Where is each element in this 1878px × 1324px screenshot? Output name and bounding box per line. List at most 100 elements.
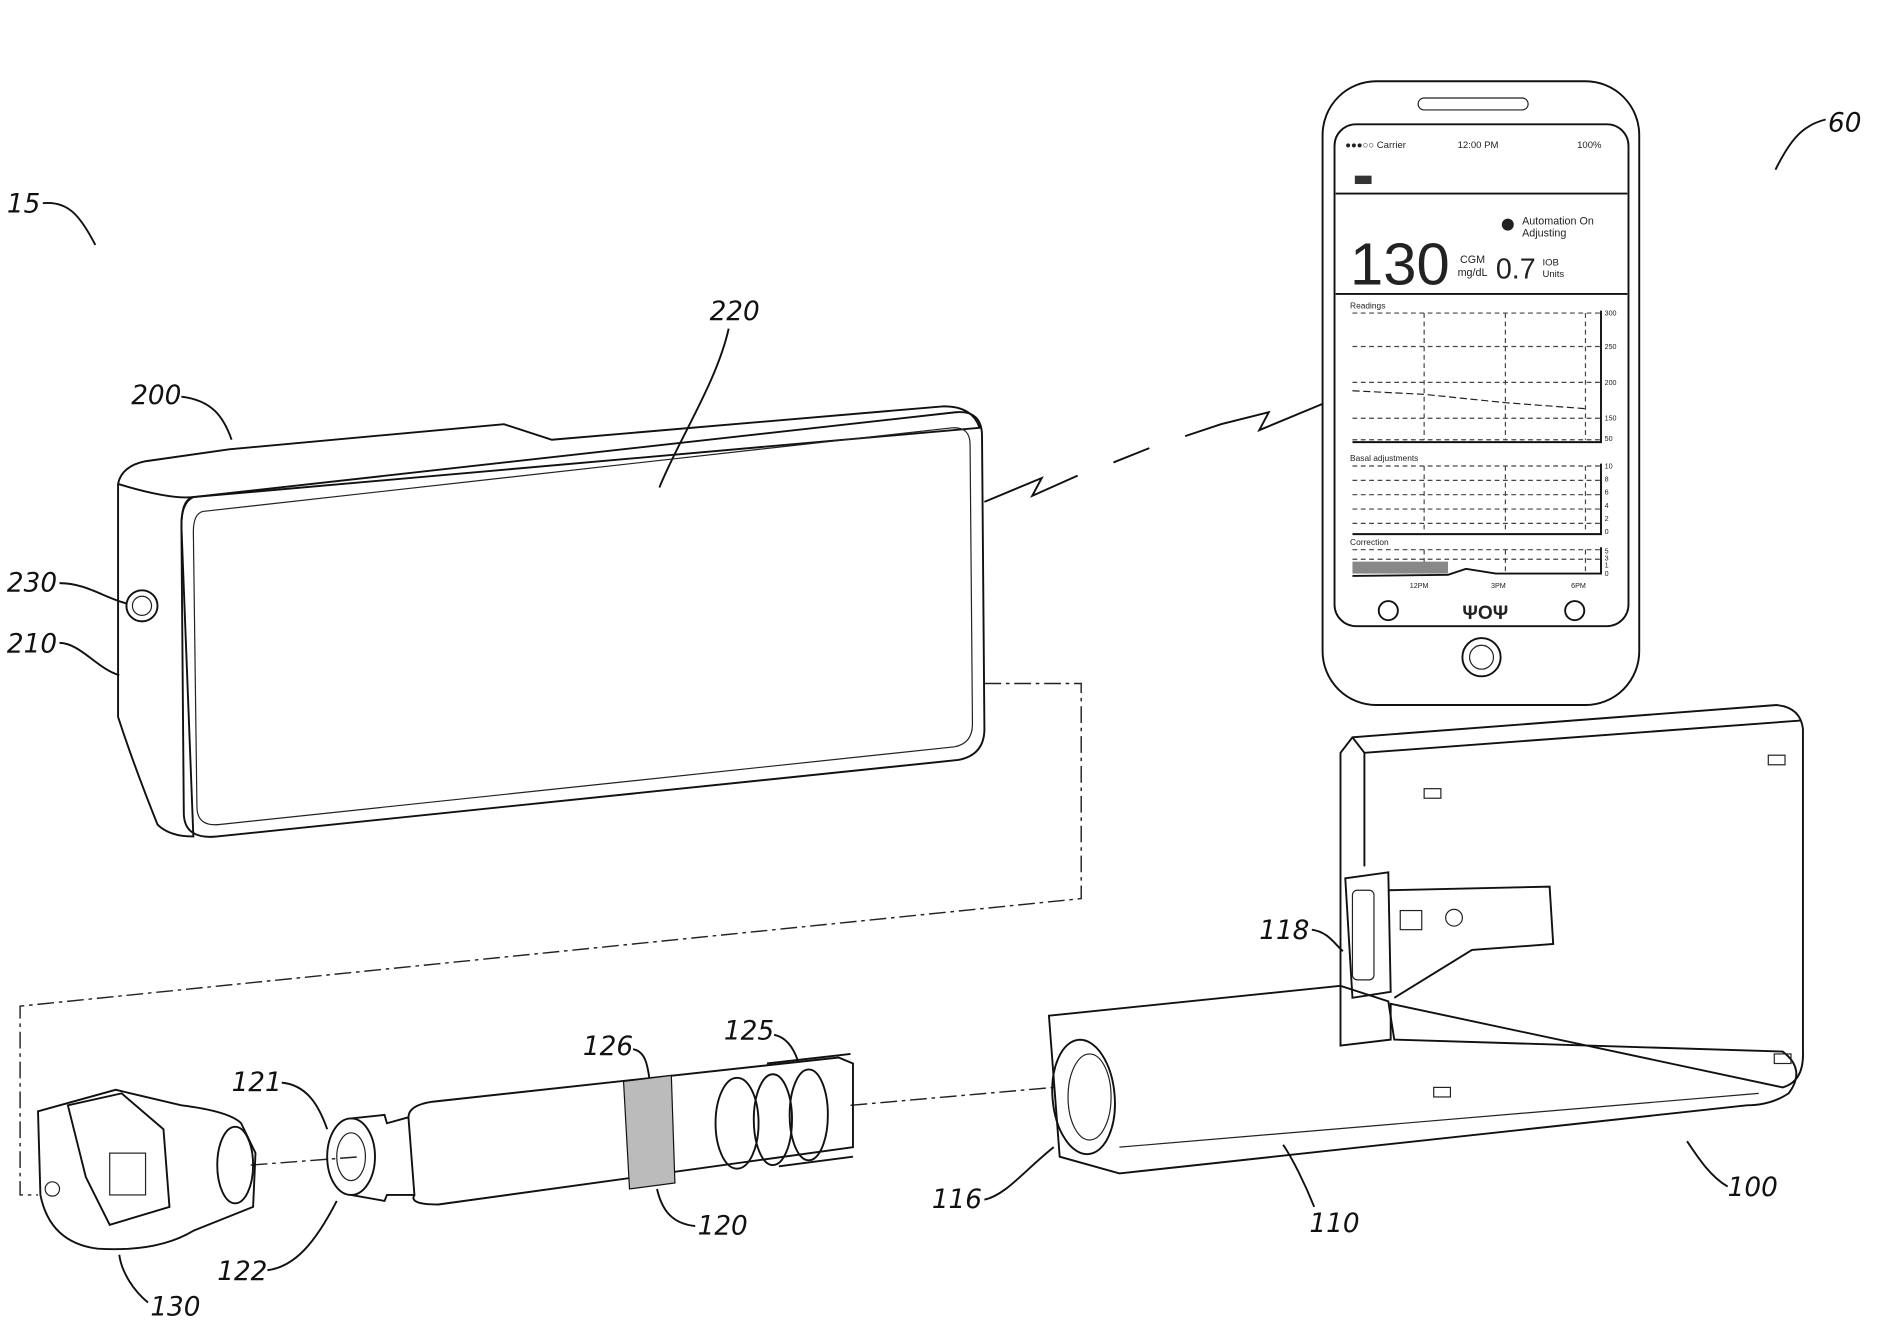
cap-ring <box>217 1127 253 1203</box>
label-100: 100 <box>1728 1173 1778 1203</box>
basal-tick: 0 <box>1605 528 1609 536</box>
leader-126 <box>633 1049 650 1081</box>
status-battery: 100% <box>1577 140 1602 151</box>
smartphone: ●●●○○ Carrier 12:00 PM 100% Automation O… <box>1323 81 1640 705</box>
wireless-signal-icon <box>984 404 1322 502</box>
readings-line[interactable] <box>1352 391 1585 409</box>
readings-grid <box>1352 313 1603 440</box>
phone-speaker <box>1418 98 1528 110</box>
basal-title: Basal adjustments <box>1350 453 1418 463</box>
plunger-disc <box>790 1069 828 1160</box>
label-126: 126 <box>583 1032 633 1062</box>
controller-top <box>118 406 980 497</box>
automation-substatus: Adjusting <box>1522 228 1566 240</box>
leader-200 <box>181 397 231 440</box>
pump-controller-body <box>1341 705 1804 1087</box>
label-121: 121 <box>232 1068 282 1098</box>
leader-230 <box>60 583 127 603</box>
button-inner-ring <box>132 596 151 615</box>
pump-upper-edges <box>1352 721 1800 867</box>
leader-116 <box>984 1147 1053 1200</box>
cap-latch[interactable] <box>68 1093 170 1224</box>
correction-bar <box>1352 562 1448 574</box>
septum-inner <box>337 1133 366 1181</box>
cap-latch-window <box>110 1153 146 1195</box>
readings-tick: 150 <box>1605 415 1617 423</box>
cavity-inner <box>1068 1054 1111 1140</box>
correction-tick: 1 <box>1605 562 1609 570</box>
iob-value: 0.7 <box>1496 253 1536 285</box>
automation-status: Automation On <box>1522 216 1594 228</box>
label-15: 15 <box>7 190 40 220</box>
info-button-icon[interactable] <box>1379 601 1398 620</box>
time-tick: 12PM <box>1410 582 1429 590</box>
meal-button-icon[interactable]: ΨOΨ <box>1462 603 1508 624</box>
reference-labels: 15 60 200 220 230 210 118 126 125 121 12… <box>7 108 1862 1322</box>
label-125: 125 <box>724 1017 774 1047</box>
basal-tick: 10 <box>1605 462 1613 470</box>
cartridge-mesh-126 <box>624 1075 675 1189</box>
plunger-disc <box>716 1078 759 1169</box>
iob-unit: Units <box>1542 269 1564 280</box>
leader-210 <box>60 643 120 675</box>
glucose-unit: mg/dL <box>1458 267 1488 279</box>
leader-121 <box>282 1083 327 1130</box>
indicator-light <box>1768 755 1785 765</box>
leader-100 <box>1687 1141 1728 1186</box>
basal-grid <box>1352 466 1603 533</box>
readings-tick: 300 <box>1605 309 1617 317</box>
correction-tick: 0 <box>1605 570 1609 578</box>
leader-125 <box>774 1035 798 1061</box>
home-button-inner <box>1470 645 1494 669</box>
controller-button-230[interactable] <box>126 590 157 621</box>
readings-chart: Readings 300 250 200 150 50 <box>1350 300 1616 443</box>
septum-122 <box>327 1118 375 1194</box>
label-118: 118 <box>1259 916 1309 946</box>
pump-housing-110 <box>1049 986 1796 1174</box>
label-210: 210 <box>7 629 57 659</box>
label-220: 220 <box>710 297 760 327</box>
controller-device <box>118 406 984 837</box>
connector-port <box>1352 890 1374 980</box>
glucose-label: CGM <box>1460 254 1485 266</box>
status-carrier: ●●●○○ Carrier <box>1345 140 1406 151</box>
glucose-value: 130 <box>1350 230 1450 297</box>
automation-icon <box>1502 219 1514 231</box>
label-60: 60 <box>1828 108 1861 138</box>
readings-axis <box>1352 311 1601 442</box>
status-time: 12:00 PM <box>1458 140 1499 151</box>
clip-tab <box>1400 911 1422 930</box>
iob-label: IOB <box>1542 257 1558 268</box>
indicator-light <box>1434 1087 1451 1097</box>
leader-120 <box>657 1189 695 1226</box>
readings-tick: 50 <box>1605 435 1613 443</box>
cap-130 <box>38 1090 255 1249</box>
leader-130 <box>119 1255 148 1303</box>
time-tick: 6PM <box>1571 582 1586 590</box>
label-110: 110 <box>1309 1209 1359 1239</box>
phone-screen <box>1335 124 1629 626</box>
time-tick: 3PM <box>1491 582 1506 590</box>
home-button[interactable] <box>1462 638 1500 676</box>
menu-icon[interactable] <box>1355 176 1372 184</box>
label-122: 122 <box>217 1257 267 1287</box>
basal-tick: 6 <box>1605 489 1609 497</box>
cartridge-120 <box>327 1054 853 1205</box>
controller-front <box>181 412 984 837</box>
basal-tick: 4 <box>1605 502 1609 510</box>
correction-title: Correction <box>1350 537 1389 547</box>
assembly-line-controller <box>20 684 1081 1195</box>
leader-122 <box>267 1201 336 1270</box>
label-116: 116 <box>932 1185 982 1215</box>
label-200: 200 <box>131 381 181 411</box>
cap-hole <box>45 1182 59 1196</box>
basal-chart: Basal adjustments 10 8 6 4 2 0 <box>1350 453 1613 536</box>
settings-button-icon[interactable] <box>1565 601 1584 620</box>
readings-tick: 250 <box>1605 343 1617 351</box>
leader-118 <box>1312 930 1343 952</box>
label-130: 130 <box>150 1293 200 1323</box>
readings-tick: 200 <box>1605 379 1617 387</box>
plunger-disc <box>754 1074 792 1165</box>
